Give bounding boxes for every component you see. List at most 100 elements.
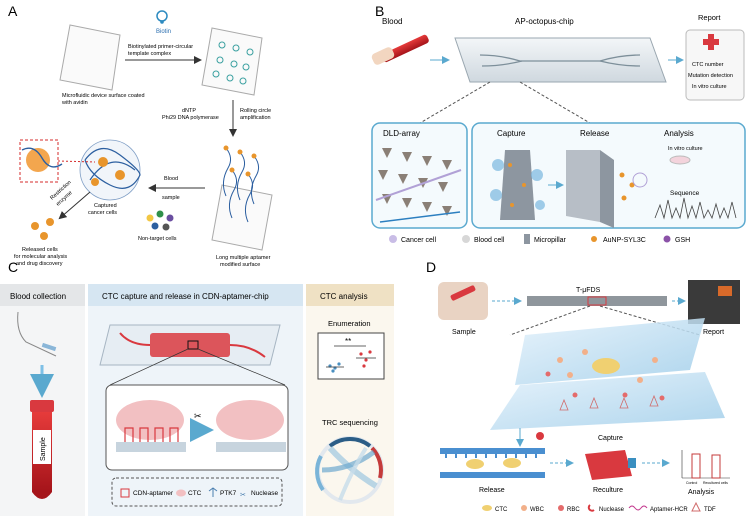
- panel-d-letter: D: [426, 259, 436, 275]
- d-analysis-label: Analysis: [688, 489, 715, 496]
- captured-1: Captured: [94, 203, 117, 209]
- d-sample-image: [438, 282, 488, 320]
- d-legend-3: RBC: [567, 507, 580, 513]
- blank-surface: [59, 24, 121, 91]
- ap-octopus-chip: [454, 37, 667, 83]
- d-legend-1: CTC: [495, 507, 508, 513]
- c-enumeration-label: Enumeration: [328, 319, 371, 328]
- captured-network: [79, 139, 141, 201]
- panel-a: A Microfluidic device surface coated wit…: [8, 3, 273, 268]
- panel-c-letter: C: [8, 259, 18, 275]
- c-trc-label: TRC sequencing: [322, 418, 378, 427]
- captured-2: cancer cells: [88, 210, 117, 216]
- red-channel: [150, 333, 230, 357]
- ctc-cell-left: [116, 400, 184, 440]
- b-report-title: Report: [698, 13, 721, 22]
- svg-text:✂: ✂: [240, 492, 246, 499]
- d-legend: CTC WBC RBC Nuclease Aptamer-HCR TDF: [482, 501, 716, 513]
- released-2: for molecular analysis: [14, 254, 67, 260]
- b-report: Report CTC number Mutation detection In …: [685, 13, 745, 101]
- panel-b: B Blood AP-octopus-chip Report CTC numbe…: [371, 3, 746, 244]
- b-legend-2: Blood cell: [474, 237, 505, 244]
- blood-1: Blood: [164, 176, 178, 182]
- step1-label-1: Biotinylated primer-circular: [128, 44, 193, 50]
- t-ufds-chip: [527, 296, 667, 306]
- c-legend-4: Nuclease: [251, 490, 278, 497]
- step1-label-2: template complex: [128, 51, 171, 57]
- aptamer-surface: [211, 184, 273, 251]
- nontarget-label: Non-target cells: [138, 236, 177, 242]
- capture-bottom-plane: [490, 372, 725, 430]
- d-report-image: [688, 280, 740, 324]
- b-legend-3: Micropillar: [534, 237, 567, 244]
- b-blood-label: Blood: [382, 17, 402, 26]
- scissors-icon: ✂: [194, 411, 202, 421]
- capture-cells: [545, 349, 665, 411]
- analysis-bar-chart: Control Recultured cells: [681, 450, 730, 485]
- c-significance: **: [345, 337, 351, 346]
- c-header-1: Blood collection: [10, 292, 66, 301]
- b-analysis-label: Analysis: [664, 129, 694, 138]
- d-bar-label-1: Control: [686, 481, 698, 485]
- d-legend-2: WBC: [530, 507, 545, 513]
- capture-pillar: [490, 150, 545, 220]
- b-legend-5: GSH: [675, 237, 690, 244]
- b-blood-tube: [371, 34, 429, 65]
- panel-d: D Sample T-μFDS Report Capture: [426, 259, 740, 513]
- d-legend-6: TDF: [704, 507, 716, 513]
- d-bar-label-2: Recultured cells: [703, 481, 728, 485]
- b-culture-label: In vitro culture: [668, 146, 703, 152]
- c-header-3: CTC analysis: [320, 292, 368, 301]
- d-sample-label: Sample: [452, 329, 476, 336]
- primer-circles: [212, 41, 254, 85]
- b-chip-label: AP-octopus-chip: [515, 17, 574, 26]
- reculture-flask: [585, 450, 636, 480]
- circular-template-icon: [156, 10, 168, 22]
- d-legend-5: Aptamer-HCR: [650, 507, 688, 513]
- enumeration-plot: [317, 332, 385, 380]
- release-pillar: [566, 150, 648, 228]
- aptamer-label-2: modified surface: [220, 262, 260, 268]
- b-report-line-2: Mutation detection: [688, 73, 733, 79]
- rca-1: Rolling circle: [240, 108, 271, 114]
- panel-a-letter: A: [8, 3, 18, 19]
- d-reculture-label: Reculture: [593, 487, 623, 494]
- dld-array-box: [371, 122, 468, 229]
- ctc-cell-right: [216, 400, 284, 440]
- zoomed-cell: [26, 148, 50, 172]
- c-legend-2: CTC: [188, 490, 202, 497]
- b-capture-label: Capture: [497, 129, 526, 138]
- reagent-2: Phi29 DNA polymerase: [162, 115, 219, 121]
- b-dld-label: DLD-array: [383, 129, 420, 138]
- sequence-trace: [654, 197, 737, 220]
- arrow-a4: [58, 191, 91, 220]
- d-capture-label: Capture: [598, 435, 623, 442]
- sample-points: [359, 350, 372, 368]
- c-legend-3: PTK7: [220, 490, 237, 497]
- d-report-label: Report: [703, 329, 724, 336]
- aptamer-label-1: Long multiple aptamer: [216, 255, 271, 261]
- d-chip-label: T-μFDS: [576, 287, 601, 294]
- b-release-label: Release: [580, 129, 610, 138]
- c-legend-1: CDN-aptamer: [133, 490, 174, 497]
- released-cells: [31, 218, 54, 240]
- aptamer-strands: [222, 147, 260, 223]
- panel-c: C Blood collection CTC capture and relea…: [0, 259, 394, 516]
- d-legend-4: Nuclease: [599, 507, 625, 513]
- biotin-label: Biotin: [156, 29, 171, 35]
- c-header-2: CTC capture and release in CDN-aptamer-c…: [102, 292, 269, 301]
- released-1: Released cells: [22, 247, 58, 253]
- d-release-label: Release: [479, 487, 505, 494]
- rca-2: amplification: [240, 115, 271, 121]
- released-3: and drug discovery: [16, 261, 63, 267]
- b-legend-1: Cancer cell: [401, 237, 436, 244]
- surface-label-2: with avidin: [61, 100, 88, 106]
- capture-top-plane: [515, 318, 705, 385]
- b-legend-4: AuNP-SYL3C: [603, 237, 646, 244]
- blood-2: sample: [162, 195, 180, 201]
- b-legend: Cancer cell Blood cell Micropillar AuNP-…: [389, 234, 690, 244]
- b-report-line-1: CTC number: [692, 62, 724, 68]
- release-channel: [440, 448, 545, 478]
- b-sequence-label: Sequence: [670, 190, 700, 197]
